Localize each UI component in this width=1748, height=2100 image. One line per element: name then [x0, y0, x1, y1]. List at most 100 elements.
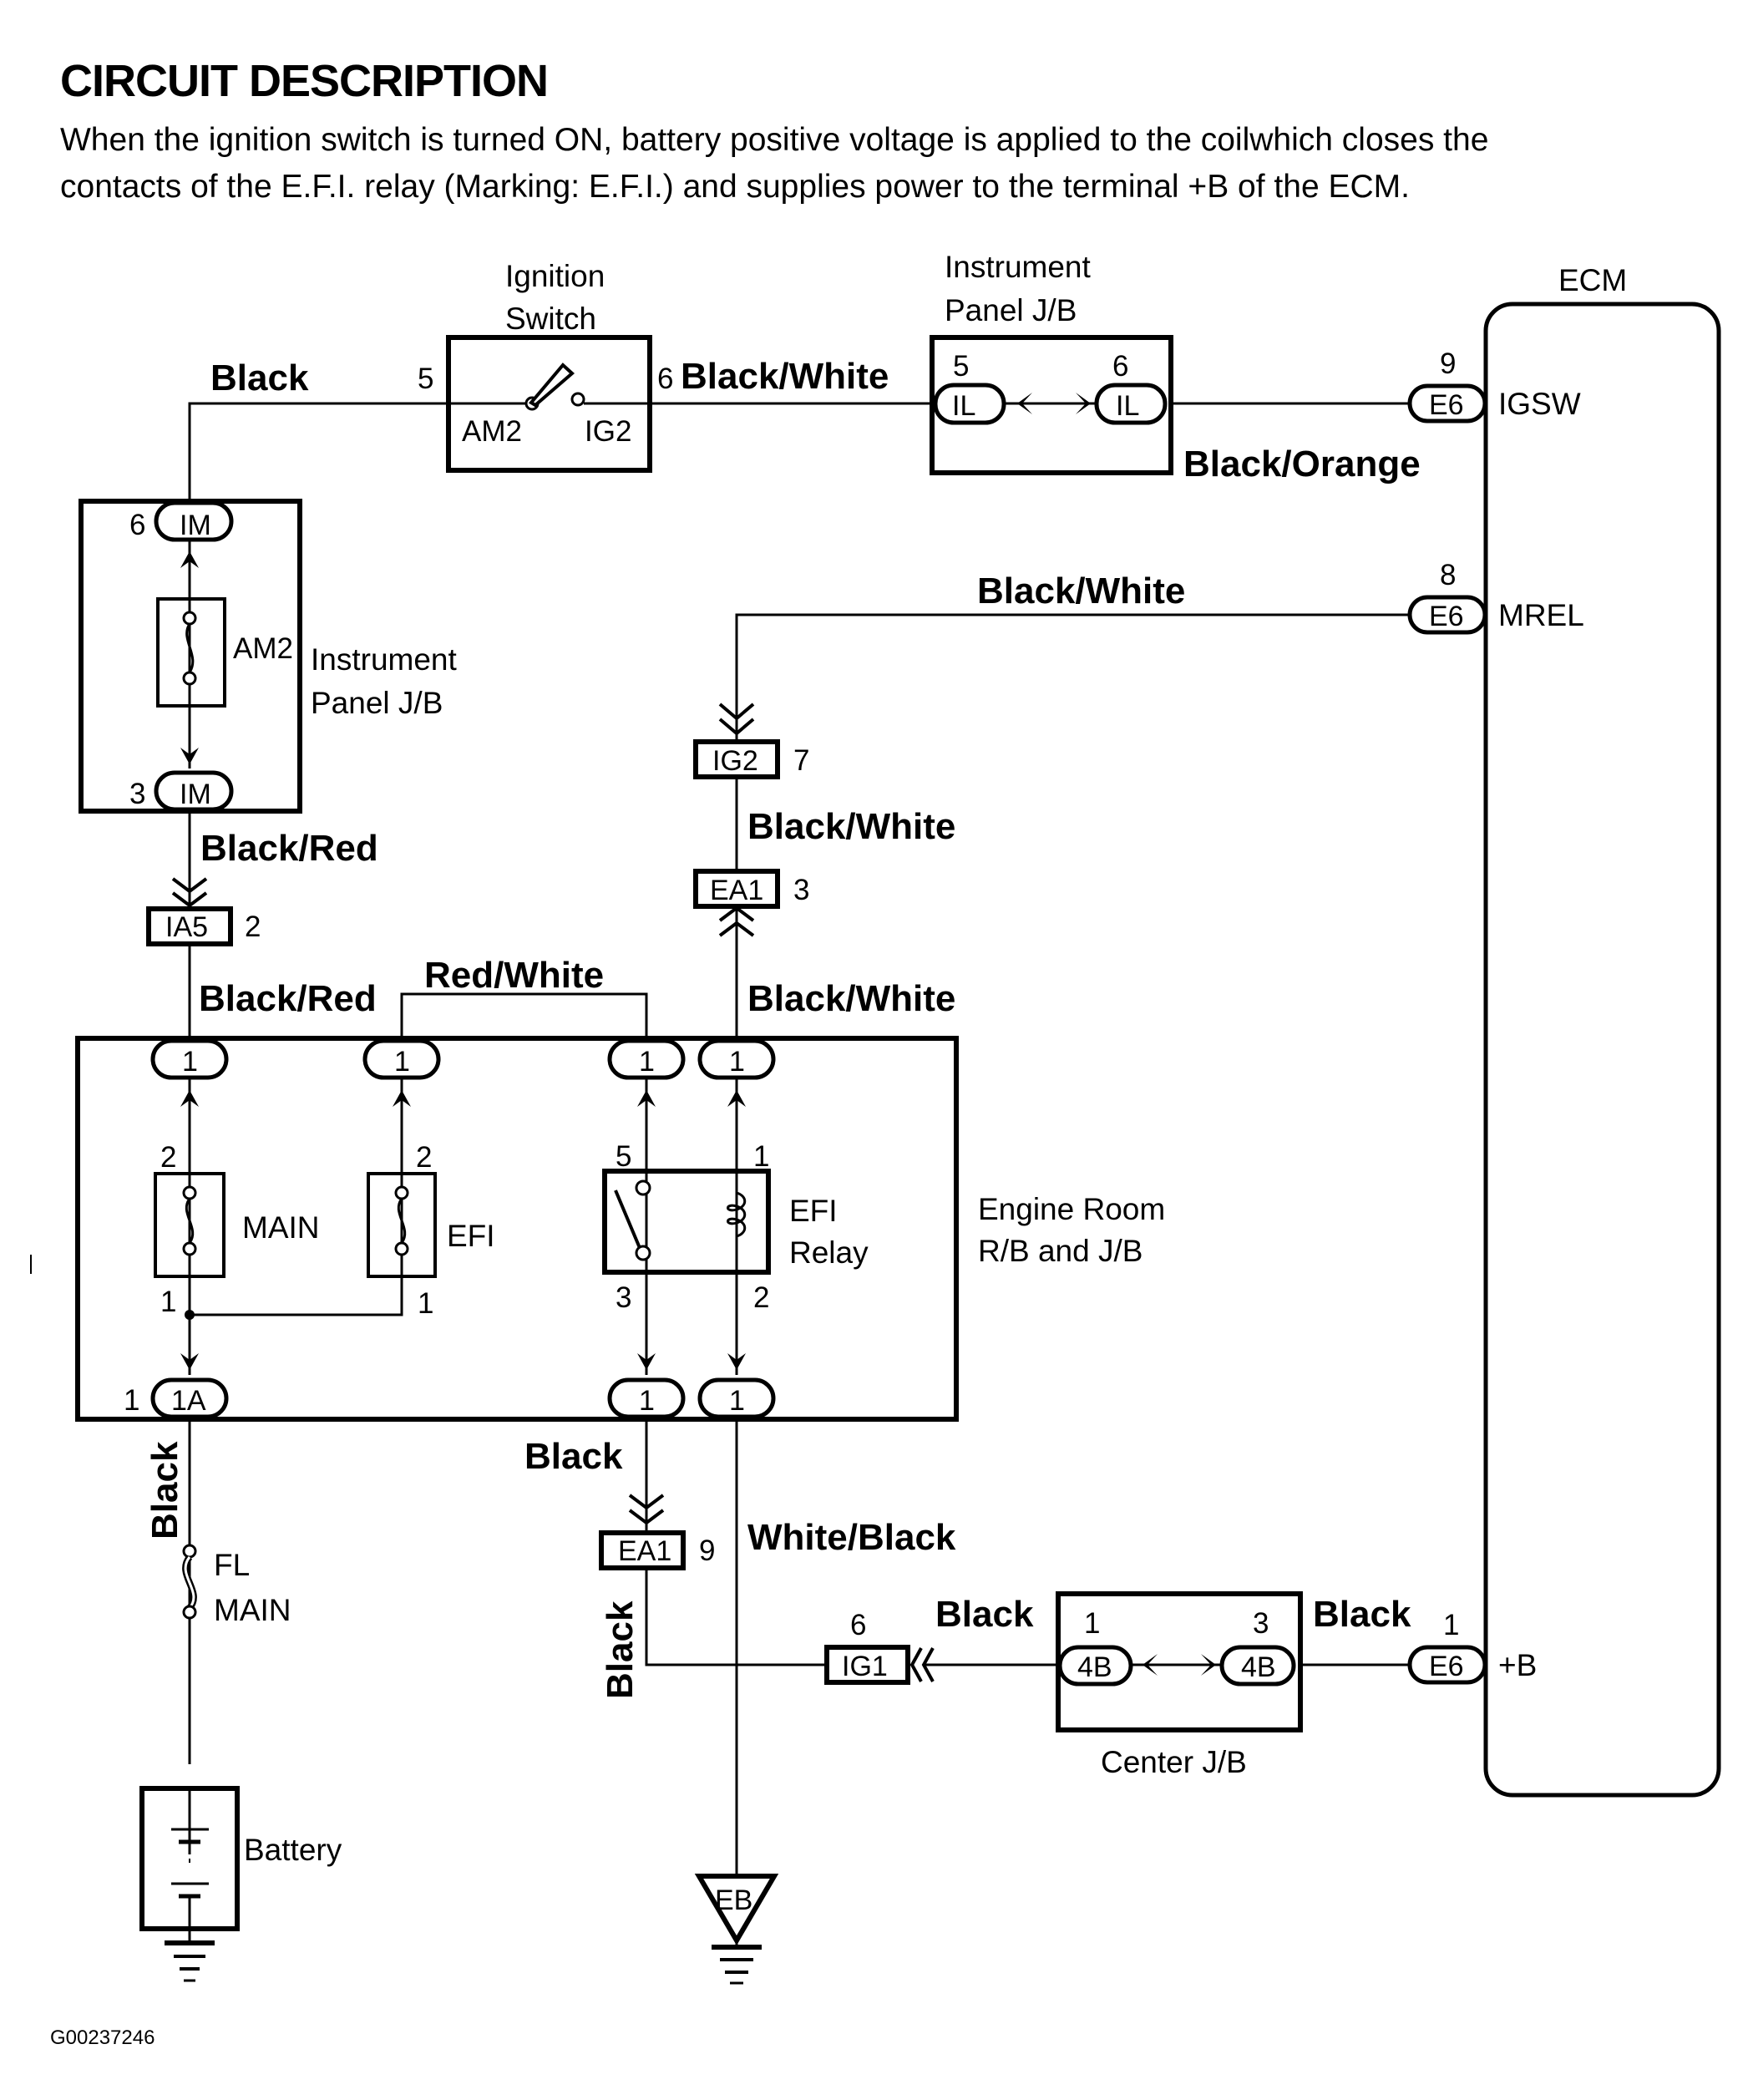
ignition-switch: Ignition Switch 5 AM2 IG2 6 — [418, 259, 673, 473]
ecm-terminal-mrel: E6 8 MREL — [1407, 559, 1584, 635]
fuse-efi: EFI 2 1 — [185, 1078, 495, 1320]
center-jb-pin-3: 3 — [1253, 1607, 1269, 1640]
ignition-pin-6: 6 — [657, 363, 673, 395]
bus-arrow-right-icon — [1201, 1654, 1216, 1676]
ignition-term-ig2: IG2 — [585, 415, 631, 448]
ecm-igsw-connector: E6 — [1429, 389, 1464, 421]
wire-ia5-to-main: Black/Red — [188, 944, 377, 1040]
wire-batt-to-ignition: Black — [188, 358, 451, 501]
connector-arrow-icon — [628, 1494, 665, 1510]
ignition-term-am2: AM2 — [462, 415, 522, 448]
ecm-mrel-pin: 8 — [1440, 559, 1456, 591]
connector-arrow-icon — [171, 891, 208, 908]
efi-relay-label-1: EFI — [789, 1194, 838, 1228]
relay-contact-3 — [635, 1245, 651, 1261]
description-line-1: When the ignition switch is turned ON, b… — [60, 122, 1489, 158]
wire-label-black-vertical-1: Black — [144, 1441, 185, 1539]
center-jb-pin-1: 1 — [1084, 1607, 1100, 1640]
terminal-arrow-icon — [637, 1353, 656, 1370]
top-connector-relay1-label: 1 — [729, 1046, 745, 1078]
connector-arrow-icon — [921, 1647, 935, 1682]
terminal-arrow-icon — [180, 1353, 199, 1370]
wire-label-white-black: White/Black — [747, 1517, 956, 1558]
bus-arrow-right-icon — [1076, 393, 1091, 414]
wire-label-black-white-mrel: Black/White — [977, 571, 1185, 611]
connector-arrow-icon — [718, 718, 755, 736]
wire-label-black-red-2: Black/Red — [199, 978, 377, 1019]
relay-pin-2: 2 — [753, 1281, 769, 1314]
fuse-main-icon — [185, 1198, 195, 1244]
ipjb-left-label-1: Instrument — [311, 642, 458, 677]
wire-label-black-ecm: Black — [1313, 1594, 1411, 1635]
connector-il-left-label: IL — [952, 390, 975, 422]
fuse-main: MAIN 2 1 — [154, 1078, 320, 1375]
relay-pin-3: 3 — [616, 1281, 631, 1314]
connector-arrow-icon — [171, 877, 208, 894]
ecm-terminal-igsw: E6 9 IGSW — [1407, 347, 1581, 424]
battery-ground — [165, 1929, 215, 1982]
connector-arrow-icon — [628, 1509, 665, 1525]
terminal-arrow-icon — [727, 1353, 746, 1370]
connector-im-bottom-label: IM — [180, 779, 211, 810]
ipjb-pin-6: 6 — [1112, 350, 1128, 383]
wire-mrel: Black/White — [718, 571, 1410, 742]
ignition-switch-label-1: Ignition — [505, 259, 605, 293]
fuse-am2-label: AM2 — [233, 632, 293, 665]
ignition-pin-5: 5 — [418, 363, 433, 395]
engine-room-label-2: R/B and J/B — [978, 1234, 1143, 1268]
bus-arrow-left-icon — [1017, 393, 1032, 414]
bottom-connector-relay2-label: 1 — [729, 1385, 745, 1417]
connector-ia5: IA5 2 — [146, 906, 261, 946]
ipjb-left-pin-6: 6 — [129, 509, 145, 541]
connector-ea1-upper-label: EA1 — [710, 875, 763, 906]
ecm-label: ECM — [1558, 263, 1627, 297]
bottom-connector-1a-pin: 1 — [124, 1384, 139, 1417]
bottom-connector-1a-label: 1A — [171, 1385, 206, 1417]
connector-il-right-label: IL — [1116, 390, 1139, 422]
relay-contact-5 — [635, 1179, 651, 1196]
wire-ea1-to-ig1: Black — [600, 1568, 827, 1699]
ground-eb-label: EB — [715, 1884, 752, 1916]
bottom-connector-relay-3: 1 — [607, 1377, 686, 1419]
top-connector-relay5-label: 1 — [639, 1046, 655, 1078]
connector-ea1-lower-label: EA1 — [618, 1535, 671, 1567]
connector-arrow-icon — [909, 1647, 923, 1682]
fuse-main-label: MAIN — [242, 1210, 320, 1245]
top-connector-main: 1 — [150, 1038, 229, 1080]
wire-label-black-top: Black — [210, 358, 309, 398]
connector-im-top-label: IM — [180, 510, 211, 541]
relay-coil-icon — [727, 1191, 747, 1238]
ipjb-pin-5: 5 — [953, 350, 969, 383]
ipjb-top-label-1: Instrument — [945, 250, 1092, 284]
wire-fl-main: Black FL MAIN — [144, 1419, 291, 1764]
ecm-igsw-pin: 9 — [1440, 347, 1456, 380]
ipjb-top-label-2: Panel J/B — [945, 293, 1077, 327]
figure-id: G00237246 — [50, 2026, 155, 2049]
battery-label: Battery — [244, 1833, 342, 1867]
bus-arrow-left-icon — [1143, 1654, 1158, 1676]
circuit-description-text: When the ignition switch is turned ON, b… — [60, 117, 1730, 211]
terminal-arrow-icon — [180, 748, 199, 764]
top-connector-relay-5: 1 — [607, 1038, 686, 1080]
fuse-main-pin-2: 2 — [160, 1141, 176, 1174]
center-jb: 4B 1 4B 3 Center J/B — [1056, 1591, 1303, 1779]
connector-ig2: IG2 7 — [693, 739, 809, 779]
fuse-main-pin-1: 1 — [160, 1286, 176, 1318]
wire-relay2-to-ground: White/Black — [735, 1417, 956, 1875]
ignition-switch-label-2: Switch — [505, 302, 596, 336]
description-line-2: contacts of the E.F.I. relay (Marking: E… — [60, 169, 1410, 205]
wire-label-black-white-2: Black/White — [747, 806, 955, 847]
connector-ig1-pin: 6 — [850, 1609, 866, 1641]
bottom-connector-1a: 1A 1 — [124, 1377, 229, 1419]
fuse-efi-label: EFI — [447, 1219, 495, 1253]
efi-relay: EFI Relay 5 1 3 2 — [602, 1078, 869, 1375]
wire-ipjb-to-ia5: Black/Red — [171, 809, 378, 909]
ecm-plusb-name: +B — [1498, 1648, 1537, 1682]
top-connector-relay-1: 1 — [697, 1038, 776, 1080]
connector-4b-left-label: 4B — [1077, 1651, 1112, 1683]
wire-label-black-vertical-2: Black — [600, 1600, 641, 1699]
ecm-plusb-connector: E6 — [1429, 1651, 1464, 1682]
connector-arrow-icon — [718, 703, 755, 721]
junction-dot — [185, 1310, 195, 1320]
